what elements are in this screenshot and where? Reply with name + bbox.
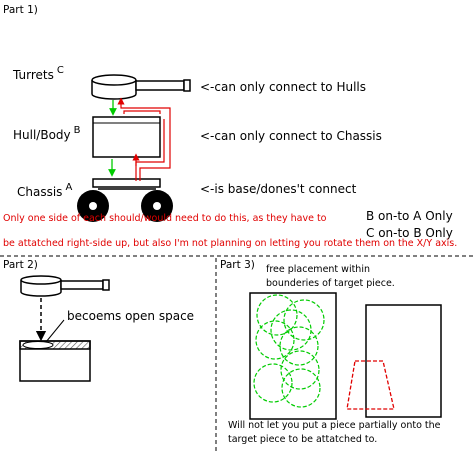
part2-turret-shape [20,275,110,297]
overhang-piece [346,360,395,410]
open-space-label: becoems open space [67,309,195,323]
part2-title: Part 2) [3,259,38,271]
c-onto-b-note: C on-to B Only [366,226,453,240]
chassis-label-text: Chassis [17,185,63,199]
target-piece-right [365,304,442,418]
part1-title: Part 1) [3,4,38,16]
chassis-letter: A [65,182,73,193]
hull-shape [92,116,161,158]
red-note-line1: Only one side of each should/would need … [3,213,327,224]
hull-label-text: Hull/Body [13,128,71,142]
turrets-note: <-can only connect to Hulls [200,80,367,94]
b-onto-a-note: B on-to A Only [366,209,453,223]
hull-note: <-can only connect to Chassis [200,129,382,143]
part3-top-note-line2: bounderies of target piece. [266,278,395,289]
part3-bottom-note-line1: Will not let you put a piece partially o… [228,420,441,431]
hull-letter: B [73,125,81,136]
red-note-line2: be attatched right-side up, but also I'm… [3,238,458,249]
target-piece-left [249,292,337,420]
part3-bottom-note-line2: target piece to be attatched to. [228,434,378,445]
open-space-pointer [45,319,65,343]
chassis-note: <-is base/dones't connect [200,182,357,196]
part2-hull-shape [19,340,91,382]
turrets-label-text: Turrets [13,68,54,82]
part3-title: Part 3) [220,259,255,271]
green-connection-arrows [108,100,117,177]
turret-shape [91,74,191,100]
chassis-shape [77,178,173,222]
part3-top-note-line1: free placement within [266,264,370,275]
red-connection-lines [117,97,171,181]
turrets-letter: C [56,65,64,76]
placement-circles [253,294,325,408]
